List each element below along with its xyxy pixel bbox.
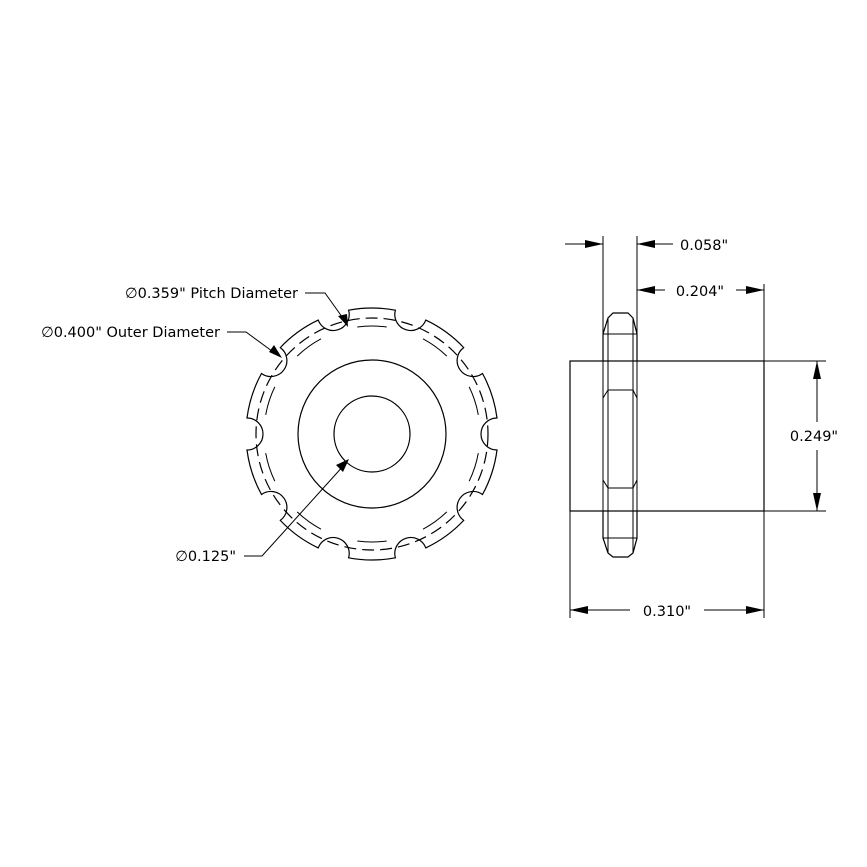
bore-diameter-callout: ∅0.125" bbox=[175, 459, 349, 565]
outer-diameter-label: ∅0.400" Outer Diameter bbox=[41, 325, 220, 341]
tooth-width-dimension: 0.058" bbox=[565, 236, 728, 334]
bore-diameter-label: ∅0.125" bbox=[175, 549, 236, 565]
sprocket-tooth-outline bbox=[246, 307, 498, 561]
front-view bbox=[246, 307, 498, 561]
pitch-circle bbox=[255, 317, 489, 551]
overall-length-label: 0.310" bbox=[643, 604, 691, 620]
bore-circle bbox=[333, 395, 411, 473]
tooth-profile-inner bbox=[602, 318, 638, 553]
tooth-face-line bbox=[296, 511, 322, 530]
tooth-face-line bbox=[422, 511, 448, 530]
tooth-face-line bbox=[468, 386, 479, 415]
hub-circle bbox=[297, 359, 447, 509]
side-view bbox=[569, 312, 765, 558]
tooth-profile bbox=[602, 312, 638, 558]
pitch-diameter-callout: ∅0.359" Pitch Diameter bbox=[125, 286, 348, 327]
tooth-face-line bbox=[468, 453, 479, 482]
hub-length-dimension: 0.204" bbox=[637, 284, 765, 361]
tooth-width-label: 0.058" bbox=[680, 238, 728, 254]
tooth-face-line bbox=[422, 338, 448, 357]
pitch-diameter-label: ∅0.359" Pitch Diameter bbox=[125, 286, 298, 302]
hub-diameter-dimension: 0.249" bbox=[764, 360, 838, 512]
overall-length-dimension: 0.310" bbox=[569, 511, 765, 620]
hub-length-label: 0.204" bbox=[676, 284, 724, 300]
tooth-face-line bbox=[265, 386, 276, 415]
tooth-face-line bbox=[357, 540, 387, 543]
hub-diameter-label: 0.249" bbox=[790, 429, 838, 445]
tooth-face-line bbox=[265, 453, 276, 482]
hub-body bbox=[569, 360, 765, 512]
tooth-face-line bbox=[296, 338, 322, 357]
outer-diameter-callout: ∅0.400" Outer Diameter bbox=[41, 325, 282, 358]
tooth-face-line bbox=[357, 325, 387, 328]
